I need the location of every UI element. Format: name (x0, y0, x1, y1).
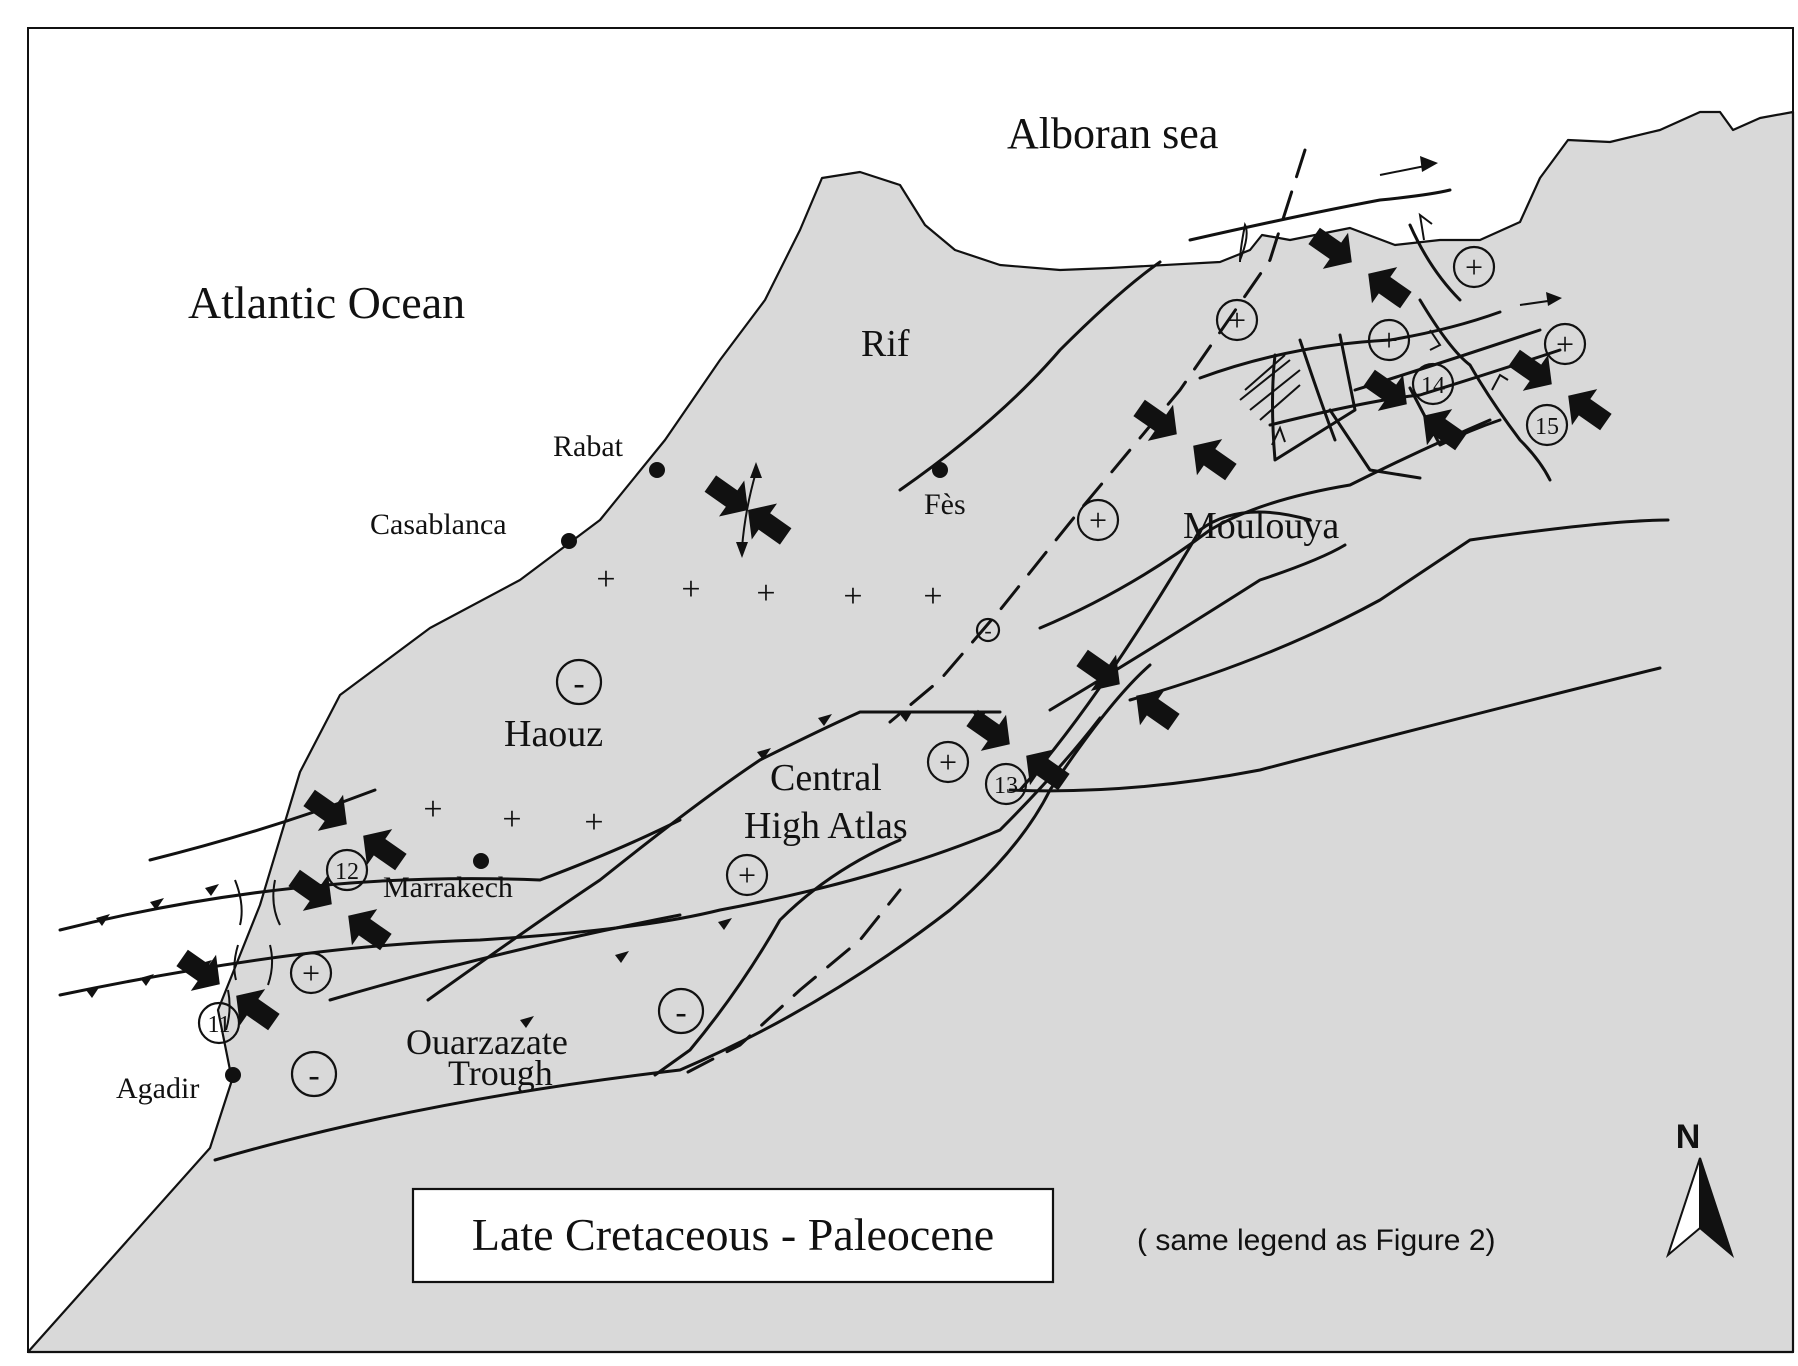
uplift-sign: + (302, 955, 320, 991)
svg-text:+: + (681, 571, 700, 608)
period-title: Late Cretaceous - Paleocene (472, 1209, 994, 1260)
rif-label: Rif (861, 323, 910, 365)
subsidence-sign: - (675, 994, 686, 1031)
uplift-sign: + (1465, 249, 1483, 285)
fes-marker (932, 462, 948, 478)
site-15-circle (1525, 403, 1569, 447)
slip-arrows (225, 156, 1562, 1031)
fault-lines (58, 148, 1670, 1162)
rabat-label: Rabat (553, 430, 624, 463)
svg-text:+: + (502, 801, 521, 838)
uplift-sign: + (1228, 302, 1246, 338)
compression-pair-east-top (1308, 227, 1412, 309)
moulouya-label: Moulouya (1183, 505, 1339, 547)
compression-pair-site-12-lower (288, 869, 392, 951)
casablanca-marker (561, 533, 577, 549)
uplift-circle (1215, 298, 1259, 342)
marrakech-label: Marrakech (383, 871, 513, 904)
subsidence-circle (975, 617, 1001, 643)
rabat-marker (649, 462, 665, 478)
svg-text:+: + (423, 791, 442, 828)
compression-pair-site-11 (176, 949, 280, 1031)
site-14-circle (1411, 362, 1455, 406)
atlantic-ocean-label: Atlantic Ocean (188, 277, 465, 328)
uplift-circle (725, 853, 769, 897)
site-11-label: 11 (207, 1012, 230, 1038)
ouarzazate-trough-label-line2: Trough (448, 1053, 553, 1093)
uplift-circle (289, 951, 333, 995)
uplift-sign: + (1380, 322, 1398, 358)
site-markers: 11 12 13 14 15 (197, 362, 1569, 1045)
site-15-label: 15 (1535, 414, 1559, 440)
land-mass (26, 110, 1795, 1354)
compression-pair-site-14 (1363, 369, 1467, 451)
subsidence-sign: - (573, 665, 584, 702)
agadir-label: Agadir (116, 1072, 199, 1105)
title-box (411, 1187, 1055, 1284)
svg-text:+: + (843, 578, 862, 615)
subsidence-circle (657, 987, 705, 1035)
svg-text:+: + (596, 561, 615, 598)
site-13-label: 13 (994, 773, 1018, 799)
uplift-sign: + (939, 744, 957, 780)
subsidence-circle (290, 1050, 338, 1098)
compression-arrows (176, 227, 1612, 1031)
site-11-circle (197, 1001, 241, 1045)
svg-text:+: + (756, 575, 775, 612)
ouarzazate-trough-label-line1: Ouarzazate (406, 1022, 568, 1062)
compression-pair-site-15 (1508, 349, 1612, 431)
uplift-circle (1543, 322, 1587, 366)
casablanca-label: Casablanca (370, 508, 507, 541)
svg-text:+: + (923, 578, 942, 615)
city-markers (225, 462, 948, 1083)
site-13-circle (984, 762, 1028, 806)
place-labels: Alboran sea Atlantic Ocean Rif Rabat Cas… (116, 109, 1339, 1105)
uplift-circle (1367, 318, 1411, 362)
north-arrow-icon: N (1665, 1118, 1735, 1259)
uplift-sign: + (1556, 326, 1574, 362)
compression-pair-site-13 (966, 709, 1070, 791)
site-12-circle (325, 848, 369, 892)
central-high-atlas-label-line1: Central (770, 757, 882, 799)
uplift-circle (1452, 245, 1496, 289)
marrakech-marker (473, 853, 489, 869)
compression-pair-moulouya (1133, 399, 1237, 481)
uplift-sign: + (738, 857, 756, 893)
site-14-label: 14 (1421, 373, 1445, 399)
fes-label: Fès (924, 488, 966, 521)
subsidence-circle (555, 658, 603, 706)
compression-pair-rif (704, 475, 792, 545)
svg-text:+: + (584, 804, 603, 841)
subsidence-sign: - (984, 618, 991, 643)
compression-pair-atlas-north (1076, 649, 1180, 731)
legend-note: ( same legend as Figure 2) (1137, 1224, 1496, 1257)
uplift-circle (926, 740, 970, 784)
alboran-sea-label: Alboran sea (1007, 109, 1218, 158)
uplift-circle (1076, 498, 1120, 542)
central-high-atlas-label-line2: High Atlas (744, 805, 908, 847)
uplift-subsidence-symbols: + + + + + + + + - - - - (289, 245, 1587, 1098)
plus-rows: + + + + + + + + (423, 561, 942, 841)
site-12-label: 12 (335, 859, 359, 885)
haouz-label: Haouz (504, 713, 603, 755)
compression-pair-site-12-upper (303, 789, 407, 871)
agadir-marker (225, 1067, 241, 1083)
uplift-sign: + (1089, 502, 1107, 538)
subsidence-sign: - (308, 1057, 319, 1094)
north-label: N (1676, 1118, 1701, 1156)
